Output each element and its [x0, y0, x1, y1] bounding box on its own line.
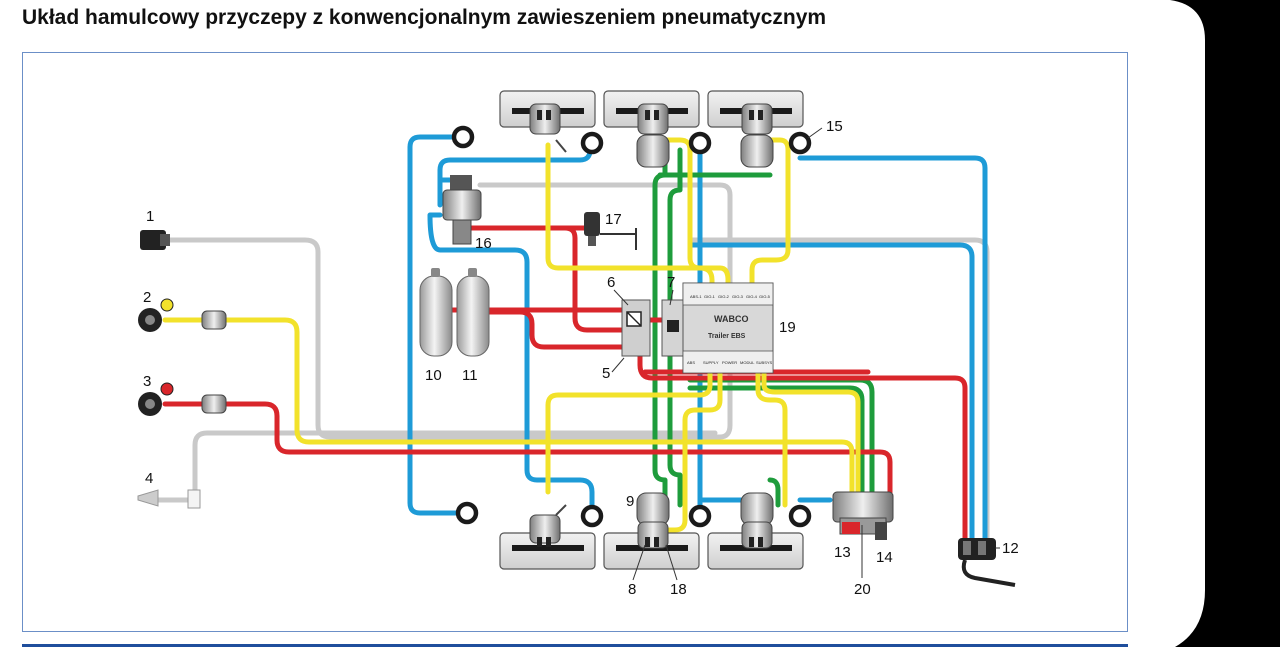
coupling-head-2-control — [138, 298, 227, 332]
ecu-port-top-6: GIO-5 — [759, 294, 771, 299]
label-6: 6 — [607, 274, 615, 291]
ecu-port-top-1: ABS-1 — [690, 294, 702, 299]
label-10: 10 — [425, 367, 442, 384]
ecu-model: Trailer EBS — [708, 333, 746, 340]
label-13: 13 — [834, 544, 851, 561]
relay-valve-13-14-20 — [832, 491, 894, 540]
brake-actuator-top-1 — [529, 103, 567, 153]
ecu-port-bottom-2: SUPPLY — [703, 360, 719, 365]
label-15: 15 — [826, 118, 843, 135]
ecu-bottom-ports: ABS SUPPLY POWER MODUL SUBSYS — [687, 360, 773, 365]
valve-17 — [584, 212, 637, 250]
ecu-port-top-3: GIO-2 — [718, 294, 730, 299]
ecu-top-ports: ABS-1 GIO-1 GIO-2 GIO-3 GIO-4 GIO-5 — [690, 294, 771, 299]
electric-plug-1 — [140, 230, 170, 250]
label-11: 11 — [462, 367, 478, 384]
ecu-brand: WABCO — [714, 314, 749, 324]
brake-actuator-bottom-1 — [529, 504, 567, 547]
ecu-port-bottom-5: SUBSYS — [756, 360, 773, 365]
valve-block-5-6-7 — [621, 299, 685, 357]
label-20: 20 — [854, 581, 871, 598]
label-14: 14 — [876, 549, 893, 566]
ecu-port-top-5: GIO-4 — [746, 294, 758, 299]
page-title: Układ hamulcowy przyczepy z konwencjonal… — [22, 6, 827, 29]
label-19: 19 — [779, 319, 796, 336]
label-9: 9 — [626, 493, 634, 510]
label-7: 7 — [667, 274, 675, 291]
brake-actuator-bottom-3 — [740, 492, 774, 549]
leader-lines — [611, 127, 1000, 581]
ecu-19: ABS-1 GIO-1 GIO-2 GIO-3 GIO-4 GIO-5 ABS … — [682, 282, 774, 374]
air-tank-11 — [456, 268, 490, 357]
label-4: 4 — [145, 470, 153, 487]
bottom-rule — [22, 644, 1128, 647]
label-2: 2 — [143, 289, 151, 306]
label-3: 3 — [143, 373, 151, 390]
brake-actuator-top-3 — [740, 103, 774, 168]
ecu-port-bottom-1: ABS — [687, 360, 695, 365]
brake-actuator-top-2 — [636, 103, 670, 168]
ecu-port-bottom-4: MODUL — [740, 360, 755, 365]
coupling-head-3-supply — [138, 382, 227, 416]
level-valve-16 — [442, 175, 482, 245]
label-18: 18 — [670, 581, 687, 598]
label-17: 17 — [605, 211, 622, 228]
label-5: 5 — [602, 365, 610, 382]
connector-12 — [958, 538, 1016, 587]
label-12: 12 — [1002, 540, 1019, 557]
air-bellows — [451, 125, 812, 528]
diagram-frame — [22, 52, 1128, 632]
brake-system-diagram: ABS-1 GIO-1 GIO-2 GIO-3 GIO-4 GIO-5 ABS … — [137, 90, 1019, 598]
ecu-port-top-4: GIO-3 — [732, 294, 744, 299]
air-tank-10 — [419, 268, 453, 357]
brake-actuator-bottom-2 — [636, 492, 670, 549]
label-8: 8 — [628, 581, 636, 598]
ecu-port-bottom-3: POWER — [722, 360, 737, 365]
electric-plug-4 — [137, 489, 201, 509]
air-suspension-lines — [407, 134, 988, 543]
callout-labels: 1 2 3 4 5 6 7 8 9 10 11 12 13 14 15 16 1… — [143, 118, 1019, 598]
black-corner — [1150, 0, 1280, 647]
control-lines — [162, 137, 861, 533]
ecu-port-top-2: GIO-1 — [704, 294, 716, 299]
label-1: 1 — [146, 208, 154, 225]
label-16: 16 — [475, 235, 492, 252]
